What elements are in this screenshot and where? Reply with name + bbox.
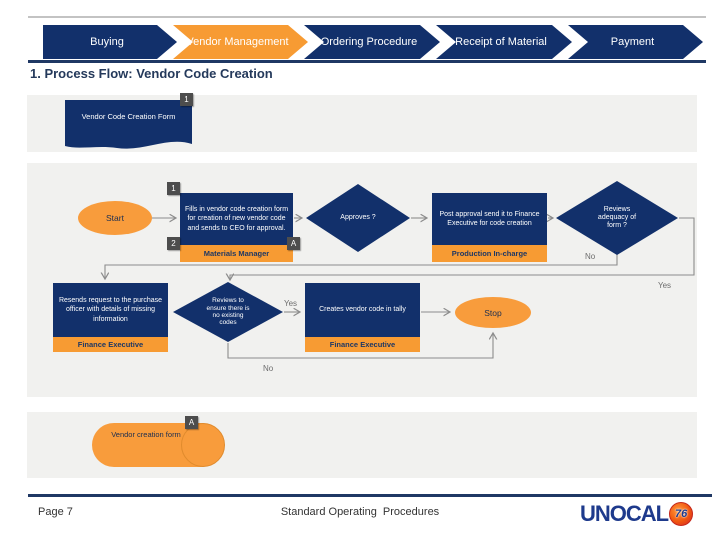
step-fills-vendor-code-box: Fills in vendor code creation form for c… [180,193,293,245]
page-title: 1. Process Flow: Vendor Code Creation [30,66,273,81]
step-text: Post approval send it to Finance Executi… [439,210,540,227]
edge-label-no-codes: No [263,364,274,373]
step-resends-request-box: Resends request to the purchase officer … [53,283,168,337]
start-label: Start [106,213,124,223]
edge-label-yes-codes: Yes [284,299,298,308]
top-rule [28,16,706,18]
role-finance-executive-1: Finance Executive [53,337,168,352]
step-text: Resends request to the purchase officer … [58,297,163,323]
nav-tab-label: Receipt of Material [455,36,547,48]
step-creates-vendor-code-box: Creates vendor code in tally [305,283,420,337]
vendor-creation-form-label: Vendor creation form [111,430,181,439]
document-shape [65,100,192,149]
stop-label: Stop [484,307,502,318]
decision-text: Approves ? [340,213,376,221]
vendor-creation-form-badge: A [185,416,198,429]
unocal-76-ball-icon: 76 [669,502,694,526]
footer-rule [28,494,712,497]
step1-badge-1: 1 [167,182,180,195]
nav-tab-label: Payment [610,36,655,48]
flow-start-ellipse: Start [78,201,152,235]
role-materials-manager: Materials Manager [180,245,293,262]
role-label: Production In-charge [451,249,528,258]
document-badge: 1 [180,93,193,106]
nav-tab-receipt-of-material[interactable]: Receipt of Material [436,25,572,59]
decision-text: Reviews to ensure there is no existing c… [206,297,250,327]
vendor-creation-form-circle [181,423,225,467]
role-label: Finance Executive [77,340,144,349]
nav-tab-ordering-procedure[interactable]: Ordering Procedure [304,25,440,59]
step-text: Fills in vendor code creation form for c… [184,206,289,232]
role-label: Finance Executive [329,340,396,349]
nav-underline [28,60,706,63]
role-finance-executive-2: Finance Executive [305,337,420,352]
nav-tab-label: Ordering Procedure [320,36,418,48]
nav-tab-label: Buying [90,36,124,48]
role-production-in-charge: Production In-charge [432,245,547,262]
edge-label-no-adequacy: No [585,252,596,261]
decision-text: Reviews adequacy of form ? [597,205,637,230]
unocal-logo-text: UNOCAL [580,501,669,526]
step1-badge-2: 2 [167,237,180,250]
flow-stop-ellipse: Stop [455,297,531,328]
nav-tab-buying[interactable]: Buying [43,25,177,59]
footer-page-number: Page 7 [38,506,73,518]
footer-center-text: Standard Operating Procedures [280,506,440,518]
step1-badge-a: A [287,237,300,250]
edge-label-yes-adequacy: Yes [658,281,672,290]
nav-tab-vendor-management[interactable]: Vendor Management [173,25,308,59]
step-text: Creates vendor code in tally [319,306,406,314]
role-label: Materials Manager [203,249,270,258]
document-shape-label: Vendor Code Creation Form [81,112,176,121]
step-post-approval-box: Post approval send it to Finance Executi… [432,193,547,245]
unocal-logo: UNOCAL 76 [580,501,694,527]
nav-tab-payment[interactable]: Payment [568,25,703,59]
unocal-76-number: 76 [674,508,688,520]
nav-tab-label: Vendor Management [186,36,289,48]
